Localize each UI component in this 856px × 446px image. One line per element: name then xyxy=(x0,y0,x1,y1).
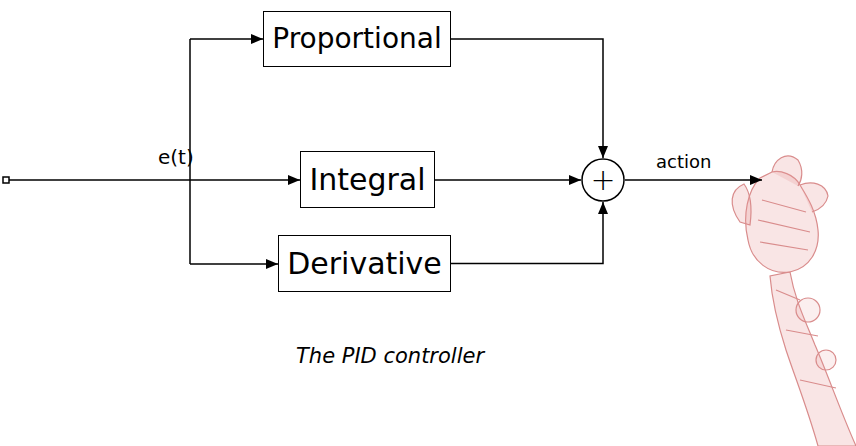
proportional-box: Proportional xyxy=(263,11,451,67)
signal-name: e(t) xyxy=(158,146,194,168)
pink-hand-sketch xyxy=(732,156,856,446)
summing-junction: + xyxy=(581,158,625,202)
node-label: + xyxy=(590,165,615,195)
signal-arrow xyxy=(435,179,581,181)
node-label: Derivative xyxy=(287,249,442,279)
node-label: Proportional xyxy=(272,25,441,53)
derivative-box: Derivative xyxy=(278,235,451,292)
node-label: Integral xyxy=(309,165,425,195)
output-name: action xyxy=(656,152,711,172)
figure-caption: The PID controller xyxy=(296,345,484,368)
signal-arrow xyxy=(451,39,603,158)
input-line xyxy=(9,179,300,181)
output-line xyxy=(625,179,762,181)
integral-box: Integral xyxy=(300,151,435,208)
branch-line xyxy=(190,38,263,40)
input-wires xyxy=(3,39,762,264)
branch-line xyxy=(190,263,278,265)
signal-arrow xyxy=(451,202,603,264)
input-terminal xyxy=(3,177,9,183)
